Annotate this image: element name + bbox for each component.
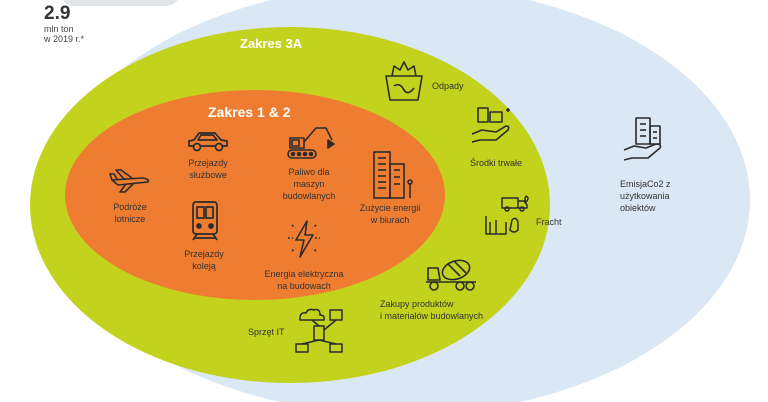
building-hand-icon bbox=[623, 117, 662, 161]
fuel-label: Paliwo dla maszyn budowlanych bbox=[282, 167, 336, 201]
scope-1-2-title: Zakres 1 & 2 bbox=[208, 104, 291, 120]
office-building-icon bbox=[373, 151, 413, 199]
emission-stat: 2.9 mln ton w 2019 r.* bbox=[44, 3, 85, 45]
electricity-label: Energia elektryczna na budowach bbox=[264, 269, 344, 291]
car-icon bbox=[188, 132, 228, 152]
excavator-icon bbox=[287, 127, 335, 159]
corner-badge bbox=[60, 0, 180, 6]
stat-value: 2.9 bbox=[44, 3, 71, 24]
concrete-mixer-icon bbox=[426, 259, 476, 291]
rail-label: Przejazdy koleją bbox=[184, 249, 224, 271]
freight-label: Fracht bbox=[536, 217, 562, 227]
freight-truck-icon bbox=[485, 195, 529, 235]
it-label: Sprzęt IT bbox=[248, 327, 285, 337]
energy-offices-label: Zużycie energii w biurach bbox=[359, 203, 421, 225]
stat-year: w 2019 r.* bbox=[44, 34, 85, 44]
lightning-icon bbox=[288, 220, 320, 258]
cars-label: Przejazdy służbowe bbox=[188, 158, 228, 180]
waste-bin-icon bbox=[385, 61, 423, 101]
money-hand-icon bbox=[471, 107, 510, 143]
stat-unit: mln ton bbox=[44, 24, 74, 34]
materials-label: Zakupy produktów i materiałów budowlanyc… bbox=[380, 299, 484, 321]
waste-label: Odpady bbox=[432, 81, 464, 91]
fixed-assets-label: Środki trwałe bbox=[470, 158, 523, 168]
flights-label: Podróże lotnicze bbox=[113, 202, 147, 224]
it-network-icon bbox=[295, 308, 343, 353]
building-use-label: EmisjaCo2 z użytkowania obiektów bbox=[620, 179, 671, 213]
airplane-icon bbox=[109, 169, 150, 193]
train-icon bbox=[192, 201, 218, 241]
scope-3a-title: Zakres 3A bbox=[240, 36, 303, 51]
inner-ellipse bbox=[65, 90, 445, 300]
